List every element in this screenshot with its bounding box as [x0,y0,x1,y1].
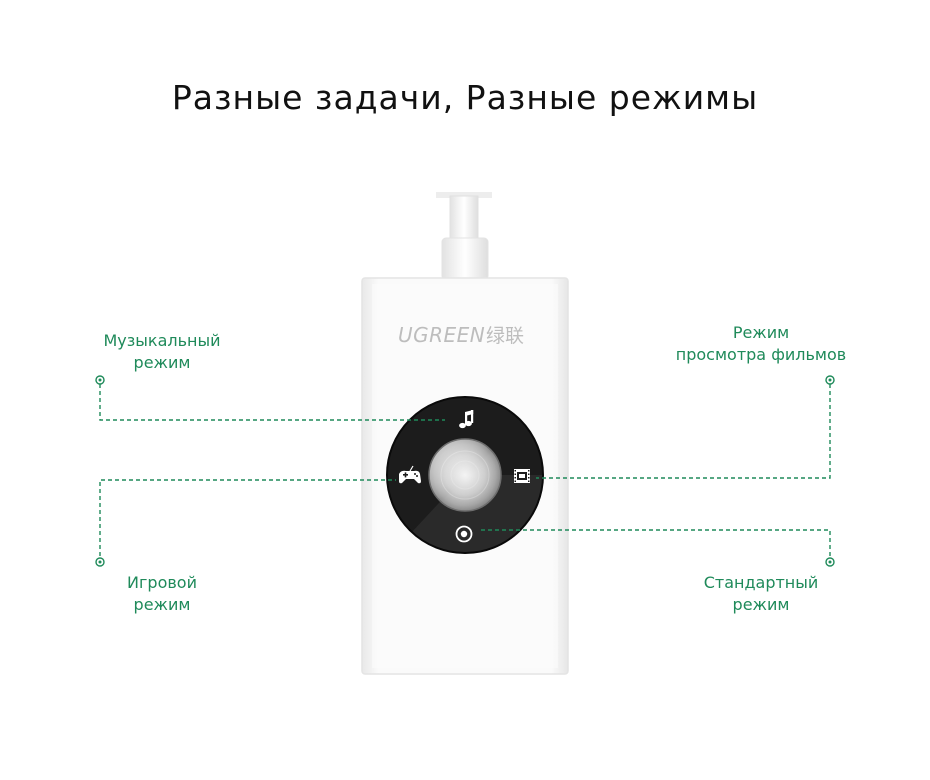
game-callout-line [99,479,396,556]
movie-callout-line [536,384,831,479]
circle-target-icon[interactable] [455,525,473,543]
movie-mode-label-line1: Режим [732,323,790,342]
standard-mode-label: Стандартный режим [651,572,871,616]
music-callout-line [99,384,445,421]
ugreen-logo: UGREEN 绿联 [398,323,524,347]
usb-cable [436,192,492,281]
movie-mode-label-line2: просмотра фильмов [675,345,847,364]
standard-callout-line [480,529,831,556]
game-mode-label-line2: режим [133,595,191,614]
mode-knob[interactable] [386,396,544,554]
game-mode-label-line1: Игровой [127,573,197,592]
standard-mode-label-line1: Стандартный [703,573,819,592]
page-title: Разные задачи, Разные режимы [171,78,759,117]
svg-text:UGREEN: UGREEN [398,323,485,347]
music-mode-label: Музыкальный режим [52,330,272,374]
game-mode-label: Игровой режим [52,572,272,616]
film-strip-icon[interactable] [514,469,530,483]
music-mode-label-line1: Музыкальный [103,331,221,350]
standard-mode-label-line2: режим [732,595,790,614]
music-mode-label-line2: режим [133,353,191,372]
gamepad-icon[interactable] [399,465,421,484]
svg-text:绿联: 绿联 [486,325,524,347]
movie-mode-label: Режим просмотра фильмов [651,322,871,366]
music-note-icon[interactable] [459,410,474,429]
